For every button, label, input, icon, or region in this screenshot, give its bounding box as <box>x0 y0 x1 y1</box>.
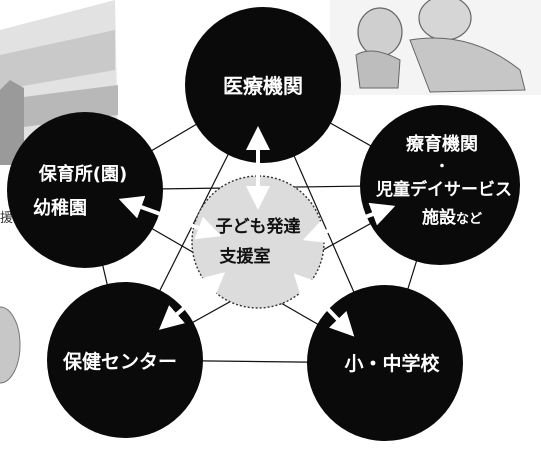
node-therapy-line3: 児童デイサービス <box>375 179 512 200</box>
node-school: 小・中学校 <box>307 285 463 441</box>
connection-arrows <box>118 126 396 337</box>
node-school-label: 小・中学校 <box>344 352 440 375</box>
node-nursery-line1: 保育所(園) <box>38 163 127 185</box>
node-therapy: 療育機関 ・ 児童デイサービス 施設など <box>360 105 520 265</box>
node-nursery-line2: 幼稚園 <box>33 197 87 219</box>
background-photo-bottom-left <box>0 306 21 384</box>
node-health-center: 保健センター <box>47 282 203 438</box>
arrow-center-health <box>158 272 226 330</box>
arrow-center-nursery <box>118 195 222 240</box>
center-label-line1: 子ども発達 <box>216 216 301 237</box>
center-label-line2: 支援室 <box>220 246 271 267</box>
arrow-center-therapy <box>302 202 396 244</box>
arrow-center-school <box>293 273 355 337</box>
node-medical-label: 医療機関 <box>223 74 303 98</box>
background-fragment-text: 援 <box>0 211 13 226</box>
node-therapy-line2: ・ <box>435 159 449 175</box>
node-therapy-line4: 施設など <box>422 207 482 228</box>
node-therapy-line1: 療育機関 <box>406 133 478 155</box>
node-therapy-line4-main: 施設 <box>422 207 457 228</box>
child-illustration-icon <box>330 0 541 95</box>
node-therapy-line4-suffix: など <box>456 212 482 227</box>
node-nursery: 保育所(園) 幼稚園 <box>7 112 163 268</box>
node-medical: 医療機関 <box>185 7 341 163</box>
node-health-center-label: 保健センター <box>62 350 177 373</box>
